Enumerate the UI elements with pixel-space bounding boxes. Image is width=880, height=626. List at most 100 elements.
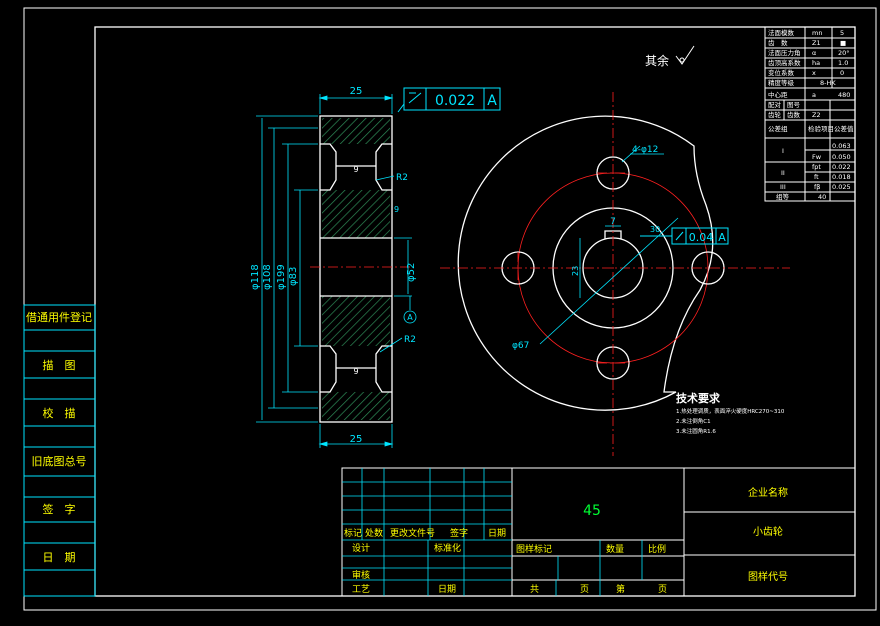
key-depth-label: 30 xyxy=(650,225,660,234)
bottom-width-dimension xyxy=(318,424,394,448)
key-width-label: 7 xyxy=(610,217,616,227)
gear-parameter-table: 法面模数 齿 数 法面压力角 齿顶高系数 变位系数 精度等级 中心距 图号 齿数… xyxy=(764,26,856,202)
table-sym-8: Z2 xyxy=(812,111,821,119)
diameter-label-1: φ118 xyxy=(250,264,261,290)
table-row-label-2: 法面压力角 xyxy=(768,48,801,57)
company-name: 企业名称 xyxy=(748,486,788,499)
tech-line-2: 2.未注倒角C1 xyxy=(676,417,711,425)
stamp-label-signature: 签 字 xyxy=(43,502,76,516)
stamp-label-borrowed: 借通用件登记 xyxy=(26,310,92,324)
diameter-dimension-lines xyxy=(256,115,318,423)
bottom-width-label: 25 xyxy=(350,434,363,445)
tolerance-group-3: III xyxy=(780,183,786,191)
datum-marker-letter: A xyxy=(407,313,413,322)
table-row-label-7: 图号 xyxy=(787,101,801,109)
part-name: 小齿轮 xyxy=(753,525,783,538)
tolerance-header-value: 公差值 xyxy=(834,124,854,133)
title-block: 45 企业名称 小齿轮 图样代号 标记 处数 更改文件号 签字 日期 设计 标准… xyxy=(341,467,856,597)
table-sym-1: Z1 xyxy=(812,39,821,47)
row-process-label: 工艺 xyxy=(352,584,370,595)
top-width-dimension xyxy=(318,94,394,114)
change-header-mark: 标记 xyxy=(344,527,362,539)
diameter-label-4: φ83 xyxy=(288,267,299,286)
table-row-label-0: 法面模数 xyxy=(768,28,795,37)
hole-callout xyxy=(621,145,664,163)
front-tolerance-value: 0.04 xyxy=(689,231,714,244)
side-tolerance-frame xyxy=(397,87,501,113)
change-header-file: 更改文件号 xyxy=(390,527,435,539)
tolerance-val-3: 0.018 xyxy=(832,173,851,181)
bore-label: φ52 xyxy=(406,263,417,282)
front-view: 4-φ12 0.04 A 7 30 23 φ67 xyxy=(440,92,790,456)
tolerance-group-1: I xyxy=(782,147,784,155)
front-tolerance-frame xyxy=(640,227,729,245)
pitch-circle-label: φ67 xyxy=(512,341,529,351)
inner-width-top: 9 xyxy=(353,165,358,174)
side-tolerance-value: 0.022 xyxy=(435,93,475,109)
sheet-number-page: 页 xyxy=(658,584,667,595)
side-view: 25 0.022 A φ118 φ xyxy=(250,86,501,448)
table-val-6: 480 xyxy=(838,91,850,99)
table-left-word-1: 齿轮 xyxy=(768,110,782,119)
table-val-2: 20° xyxy=(838,49,850,57)
table-sym-6: a xyxy=(812,91,816,99)
gear-section-outline xyxy=(319,115,393,423)
datum-marker xyxy=(403,296,417,324)
stamp-label-date: 日 期 xyxy=(43,551,76,564)
table-row-label-4: 变位系数 xyxy=(768,68,795,77)
tolerance-sym-3: ft xyxy=(814,173,819,181)
table-row-label-3: 齿顶高系数 xyxy=(768,58,801,67)
change-header-date: 日期 xyxy=(488,528,506,539)
table-footer-label: 组等 xyxy=(776,192,790,201)
front-tolerance-datum: A xyxy=(718,231,726,244)
row-design-label: 设计 xyxy=(352,542,370,554)
change-header-sign: 签字 xyxy=(450,527,468,539)
table-val-5: 8-HK xyxy=(820,79,836,87)
tech-title: 技术要求 xyxy=(676,391,721,405)
tolerance-val-0: 0.063 xyxy=(832,142,851,150)
table-val-1: ■ xyxy=(840,39,846,47)
diameter-label-3: φ199 xyxy=(276,264,287,290)
roughness-symbol-icon xyxy=(675,45,695,65)
hole-callout-label: 4-φ12 xyxy=(632,145,658,155)
table-val-0: 5 xyxy=(840,29,844,37)
sheet-number-word: 第 xyxy=(616,583,625,595)
tolerance-sym-1: Fw xyxy=(812,153,822,161)
tolerance-header-item: 检验项目 xyxy=(808,124,834,133)
bore-dimension xyxy=(394,237,412,297)
side-stamp: 借通用件登记 描 图 校 描 旧底图总号 签 字 日 期 xyxy=(23,304,96,597)
inner-width-bottom: 9 xyxy=(353,367,358,376)
tolerance-val-4: 0.025 xyxy=(832,183,851,191)
side-tolerance-datum: A xyxy=(487,93,497,109)
top-width-label: 25 xyxy=(350,86,363,97)
radius-label-bottom: R2 xyxy=(404,335,416,345)
table-sym-0: mn xyxy=(812,29,822,37)
stamp-label-old-number: 旧底图总号 xyxy=(32,454,87,468)
tolerance-sym-2: fpt xyxy=(812,163,821,171)
radius-label-top: R2 xyxy=(396,173,408,183)
sheet-total-page: 页 xyxy=(580,584,589,595)
mid-header-qty: 数量 xyxy=(606,543,624,555)
row-process-date: 日期 xyxy=(438,584,456,595)
material-label: 45 xyxy=(583,503,601,519)
roughness-text: 其余 xyxy=(645,53,669,68)
table-val-4: 0 xyxy=(840,69,844,77)
tech-line-3: 3.未注圆角R1.6 xyxy=(676,427,716,435)
tolerance-sym-4: fβ xyxy=(814,183,820,191)
table-val-3: 1.0 xyxy=(838,59,848,67)
row-review-label: 审核 xyxy=(352,569,370,581)
technical-requirements: 技术要求 1.热处理调质，表面淬火硬度HRC270~310 2.未注倒角C1 3… xyxy=(676,391,785,435)
tolerance-val-2: 0.022 xyxy=(832,163,851,171)
table-sym-2: α xyxy=(812,49,816,57)
tolerance-header-group: 公差组 xyxy=(768,124,788,133)
sheet-total-word: 共 xyxy=(530,584,539,595)
mid-header-scale: 比例 xyxy=(648,543,666,555)
tolerance-group-2: II xyxy=(781,169,785,177)
table-sym-3: ha xyxy=(812,59,820,67)
table-left-word-0: 配对 xyxy=(768,100,782,109)
tolerance-val-1: 0.050 xyxy=(832,153,851,161)
stamp-label-checking: 校 描 xyxy=(43,406,76,420)
section-hatching xyxy=(322,118,390,420)
table-sym-4: x xyxy=(812,69,816,77)
